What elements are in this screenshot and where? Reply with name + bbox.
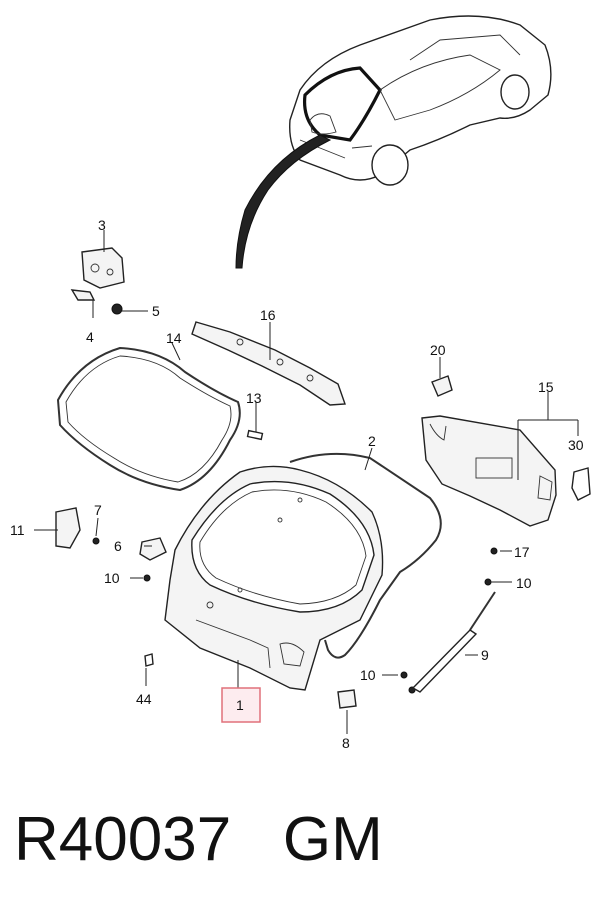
- part-20: [431, 375, 453, 397]
- part-gas-strut: [411, 591, 496, 693]
- callout-10-left: 10: [104, 570, 120, 586]
- footer-caption: R40037 GM: [14, 800, 594, 880]
- highlight-box: [221, 687, 261, 723]
- part-spoiler: [191, 321, 346, 406]
- callout-4: 4: [86, 329, 94, 345]
- callout-14: 14: [166, 330, 182, 346]
- callout-1: 1: [236, 697, 244, 713]
- callout-17: 17: [514, 544, 530, 560]
- callout-6: 6: [114, 538, 122, 554]
- callout-7: 7: [94, 502, 102, 518]
- callout-44: 44: [136, 691, 152, 707]
- part-clip: [246, 429, 264, 441]
- part-8: [337, 689, 357, 709]
- callout-30: 30: [568, 437, 584, 453]
- part-trim-panel: [421, 415, 557, 527]
- brand: GM: [282, 805, 383, 874]
- callouts: 3 4 5 16 14 13 2 20 15 30 17 10 9 10 8 1…: [10, 217, 584, 751]
- callout-16: 16: [260, 307, 276, 323]
- callout-2: 2: [368, 433, 376, 449]
- callout-20: 20: [430, 342, 446, 358]
- callout-10-right: 10: [516, 575, 532, 591]
- callout-10-bottom: 10: [360, 667, 376, 683]
- part-30: [571, 467, 591, 501]
- part-hinge: [70, 247, 125, 315]
- callout-8: 8: [342, 735, 350, 751]
- callout-3: 3: [98, 217, 106, 233]
- callout-11: 11: [10, 522, 25, 538]
- callout-5: 5: [152, 303, 160, 319]
- part-11: [55, 507, 81, 549]
- callout-13: 13: [246, 390, 262, 406]
- callout-9: 9: [481, 647, 489, 663]
- small-parts: [92, 537, 498, 694]
- part-number: R40037: [14, 805, 232, 874]
- part-tailgate: [164, 465, 384, 691]
- leader-lines: [34, 230, 579, 734]
- part-glass-seal: [56, 346, 241, 492]
- car-illustration: [235, 15, 552, 269]
- part-6: [139, 537, 167, 561]
- part-weatherstrip: [289, 452, 442, 659]
- callout-15: 15: [538, 379, 554, 395]
